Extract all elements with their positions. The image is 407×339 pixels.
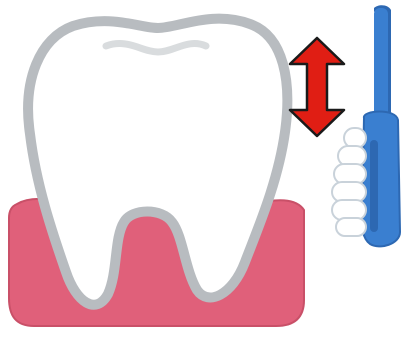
double-arrow-icon [290,38,344,136]
toothbrush-icon [332,5,400,246]
bristles [332,128,366,236]
